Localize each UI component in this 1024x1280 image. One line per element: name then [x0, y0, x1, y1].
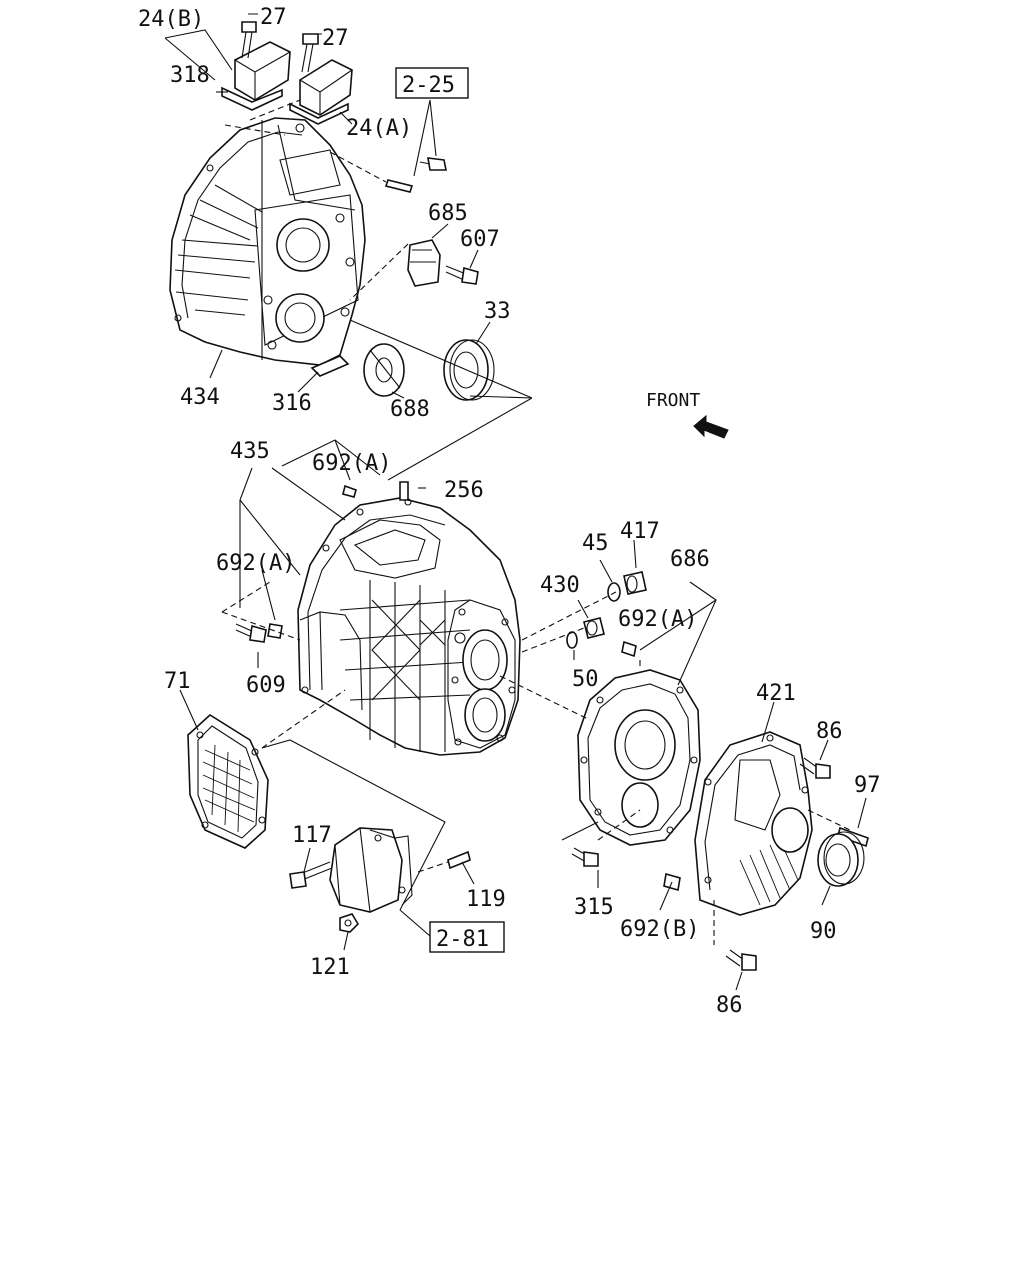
- plug-430: [583, 617, 605, 639]
- callout-692a-top: 692(A): [312, 451, 391, 476]
- callout-256: 256: [444, 478, 484, 503]
- transmission-case-435: [297, 497, 521, 756]
- callout-86-bottom: 86: [716, 993, 743, 1018]
- callout-119: 119: [466, 887, 506, 912]
- o-ring-45: [607, 582, 621, 602]
- callout-434: 434: [180, 385, 220, 410]
- callout-692a-right: 692(A): [618, 607, 697, 632]
- stud-119: [447, 850, 471, 870]
- callout-688: 688: [390, 397, 430, 422]
- callout-27-right: 27: [322, 26, 349, 51]
- reference-2-25[interactable]: 2-25: [395, 67, 469, 99]
- o-ring-50: [566, 631, 578, 649]
- callout-labels: 24(B) 27 27 318 24(A) 685 607 33 434 316…: [138, 5, 881, 1018]
- callout-430: 430: [540, 573, 580, 598]
- bracket-2-81: [329, 827, 413, 913]
- callout-50: 50: [572, 667, 599, 692]
- callout-97: 97: [854, 773, 881, 798]
- callout-686: 686: [670, 547, 710, 572]
- callout-90: 90: [810, 919, 837, 944]
- plug-417: [623, 571, 647, 595]
- dowel-692a-left: [267, 623, 283, 639]
- callout-692b: 692(B): [620, 917, 699, 942]
- callout-71: 71: [164, 669, 191, 694]
- callout-318: 318: [170, 63, 210, 88]
- bolt-86-bottom: [725, 949, 757, 971]
- bolt-86-top: [799, 757, 831, 779]
- cover-24a: [289, 59, 353, 125]
- callout-117: 117: [292, 823, 332, 848]
- intermediate-plate-686: [577, 669, 701, 846]
- front-label: FRONT: [646, 390, 700, 411]
- callout-417: 417: [620, 519, 660, 544]
- callout-421: 421: [756, 681, 796, 706]
- leader-lines: [164, 13, 867, 991]
- callout-692a-left: 692(A): [216, 551, 295, 576]
- dowel-256: [399, 481, 409, 501]
- bolt-315: [571, 847, 599, 867]
- bracket-685: [407, 239, 441, 287]
- callout-45: 45: [582, 531, 609, 556]
- oil-seal-33: [443, 339, 495, 401]
- front-arrow-icon: [693, 414, 729, 439]
- callout-86-top: 86: [816, 719, 843, 744]
- reference-2-25-label[interactable]: 2-25: [402, 73, 455, 98]
- seal-90: [817, 831, 865, 887]
- callout-24a: 24(A): [346, 116, 412, 141]
- dowel-692a-right: [621, 640, 637, 658]
- nut-121: [339, 913, 360, 933]
- rear-cover-421: [694, 731, 813, 916]
- callout-121: 121: [310, 955, 350, 980]
- callout-435: 435: [230, 439, 270, 464]
- dowel-692a-top: [342, 484, 357, 498]
- reference-2-81[interactable]: 2-81: [429, 921, 505, 953]
- callout-27-left: 27: [260, 5, 287, 30]
- bolt-117: [289, 861, 333, 889]
- dowel-2-25: [384, 157, 447, 193]
- callout-609: 609: [246, 673, 286, 698]
- side-cover-71: [187, 714, 269, 849]
- cover-24b: [221, 41, 291, 111]
- callout-24b: 24(B): [138, 7, 204, 32]
- callout-607: 607: [460, 227, 500, 252]
- callout-33: 33: [484, 299, 511, 324]
- clutch-housing-434: [169, 117, 366, 366]
- retainer-688: [363, 343, 405, 397]
- bolt-27-left: [241, 21, 257, 59]
- callout-316: 316: [272, 391, 312, 416]
- reference-2-81-label[interactable]: 2-81: [436, 927, 489, 952]
- callout-315: 315: [574, 895, 614, 920]
- callout-685: 685: [428, 201, 468, 226]
- bolt-27-right: [301, 33, 319, 73]
- bolt-607: [445, 265, 479, 285]
- bolt-609: [235, 623, 267, 643]
